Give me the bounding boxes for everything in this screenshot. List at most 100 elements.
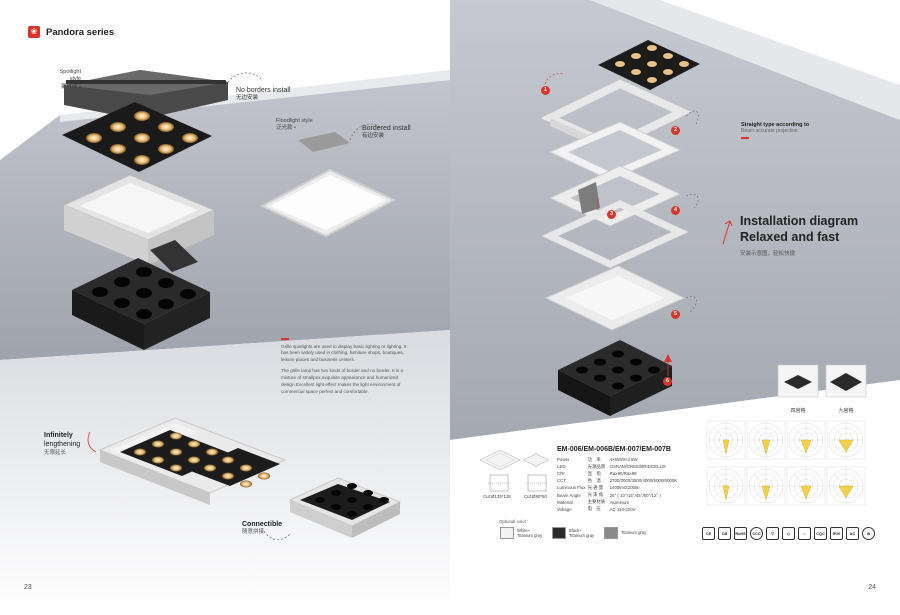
certification-mark-icon: CE xyxy=(702,527,715,540)
infinitely-lengthening-callout: Infinitely lengthening 无限延长 xyxy=(44,432,81,456)
certification-mark-icon: CB xyxy=(718,527,731,540)
photometric-charts xyxy=(708,422,864,504)
spec-zh-label: 光源品牌 xyxy=(587,463,606,469)
page-number-left: 23 xyxy=(24,584,32,591)
up-arrow-icon xyxy=(722,220,733,245)
frame-layer-5 xyxy=(544,265,686,331)
spec-product-renders xyxy=(479,449,550,471)
left-page-illustration xyxy=(0,70,450,615)
spec-value: 4×5W/9×3.5W xyxy=(609,457,638,463)
spec-value: 1400lm/2205lm xyxy=(609,485,640,491)
certification-mark-icon: CCC xyxy=(750,527,763,540)
spec-row: CCT 色 温 2700/3000/3500/4000/5000/6000K xyxy=(557,477,679,484)
variant-nine-grid-thumb xyxy=(825,364,867,398)
frame-layer-3 xyxy=(548,165,682,227)
spec-en-label: CRI xyxy=(557,471,565,477)
spec-row: CRI 显 指 Ra≥90/Ra≥98 xyxy=(557,470,679,477)
spec-en-label: Beam Angle xyxy=(557,492,581,498)
page-number-right: 24 xyxy=(868,584,876,591)
connectible-callout: Connectible 随意拼接 xyxy=(242,521,283,536)
lamp-module-bottom xyxy=(558,340,672,416)
spec-value: 25° ( 10°/15°/45°/60°/12° ) xyxy=(609,492,661,498)
spec-value: Ra≥90/Ra≥98 xyxy=(609,471,637,477)
spec-value: OSRAM/CREE/BRIDGELUX xyxy=(609,464,666,470)
spec-en-label: CCT xyxy=(557,478,567,484)
spec-en-label: Power xyxy=(557,457,570,463)
variant-four-grid-thumb xyxy=(777,364,819,398)
right-page: 1 2 3 4 5 6 Straight type according to B… xyxy=(450,0,900,615)
step-badge-4: 4 xyxy=(671,206,680,215)
color-swatch xyxy=(604,527,618,539)
optional-color-label: Optional color : xyxy=(499,519,529,524)
floodlight-panel xyxy=(259,132,397,238)
variant-nine-grid-label: 九宫格 xyxy=(838,408,854,414)
color-option-black: Black+Titanium gray xyxy=(552,527,594,539)
connectible-module xyxy=(288,477,402,538)
no-borders-callout: No borders install 无边安装 xyxy=(236,87,291,102)
step-badge-1: 1 xyxy=(541,86,550,95)
certification-mark-icon: CQC xyxy=(814,527,827,540)
spec-en-label: LED xyxy=(557,464,566,470)
accent-dash xyxy=(741,137,749,139)
series-title: Pandora series xyxy=(46,26,115,38)
product-description: Grille spotlights are used to display ba… xyxy=(281,338,413,400)
certification-mark-icon: ⊘ xyxy=(862,527,875,540)
installation-diagram-illustration xyxy=(450,0,900,615)
cutout-diagrams xyxy=(488,474,548,492)
spotlight-housing xyxy=(64,70,228,120)
installation-heading: Installation diagram Relaxed and fast 安装… xyxy=(740,214,859,258)
spotlight-grille-installed xyxy=(62,102,212,172)
spec-zh-label: 显 指 xyxy=(587,470,601,476)
spec-zh-label: 色 温 xyxy=(587,477,601,483)
step-badge-2: 2 xyxy=(671,126,680,135)
certification-mark-icon: IP20 xyxy=(830,527,843,540)
brand-header: ❀ Pandora series xyxy=(28,26,114,38)
spec-row: Voltage 电 压 AC 110-220V xyxy=(557,506,679,513)
straight-type-note: Straight type according to Beam accurate… xyxy=(741,122,809,143)
model-number: EM-006/EM-006B/EM-007/EM-007B xyxy=(557,446,671,453)
certification-mark-icon: AC xyxy=(846,527,859,540)
spec-zh-label: 主要材质 xyxy=(587,499,606,505)
photometric-chart-frames xyxy=(706,420,866,506)
certification-mark-icon: ▽ xyxy=(766,527,779,540)
spec-zh-label: 电 压 xyxy=(587,506,601,512)
spec-row: Power 功 率 4×5W/9×3.5W xyxy=(557,456,679,463)
spec-en-label: Material xyxy=(557,499,573,505)
cutout-label-1: Cut:Ø135*135 xyxy=(483,494,511,499)
color-option-titanium: Titanium gray xyxy=(604,527,646,539)
spec-zh-label: 光 通 量 xyxy=(587,484,604,490)
spec-value: AC 110-220V xyxy=(609,506,636,512)
spec-row: Beam Angle 光 束 角 25° ( 10°/15°/45°/60°/12°… xyxy=(557,491,679,498)
color-swatch xyxy=(500,527,514,539)
lengthened-fixture xyxy=(98,417,287,505)
spec-zh-label: 功 率 xyxy=(587,456,601,462)
step-badge-3: 3 xyxy=(607,210,616,219)
color-swatch xyxy=(552,527,566,539)
brand-logo-icon: ❀ xyxy=(28,26,40,38)
spec-value: 2700/3000/3500/4000/5000/6000K xyxy=(609,478,678,484)
spec-zh-label: 光 束 角 xyxy=(587,492,604,498)
variant-four-grid-label: 四宫格 xyxy=(790,408,806,414)
left-page: ❀ Pandora series Spotlight style 聚光款 • N… xyxy=(0,26,450,615)
color-option-white: White+Titanium gray xyxy=(500,527,542,539)
certification-mark-icon: RoHS xyxy=(734,527,747,540)
certification-mark-icon: ◇ xyxy=(782,527,795,540)
spotlight-style-callout: Spotlight style 聚光款 • xyxy=(59,69,81,90)
grille-top xyxy=(598,40,700,90)
step-badge-5: 5 xyxy=(671,310,680,319)
certification-mark-icon: ⌂ xyxy=(798,527,811,540)
floodlight-style-callout: Floodlight style 泛光款 • xyxy=(276,118,313,132)
step-badge-6: 6 xyxy=(663,377,672,386)
spec-en-label: Luminous Flux xyxy=(557,485,586,491)
frame-layer-2 xyxy=(548,121,682,181)
accent-dash xyxy=(281,338,289,340)
cutout-label-2: Cut:Ø90*90 xyxy=(524,494,547,499)
spec-en-label: Voltage xyxy=(557,506,572,512)
lamp-body-exploded xyxy=(72,240,210,350)
frame-layer-4 xyxy=(541,200,689,268)
